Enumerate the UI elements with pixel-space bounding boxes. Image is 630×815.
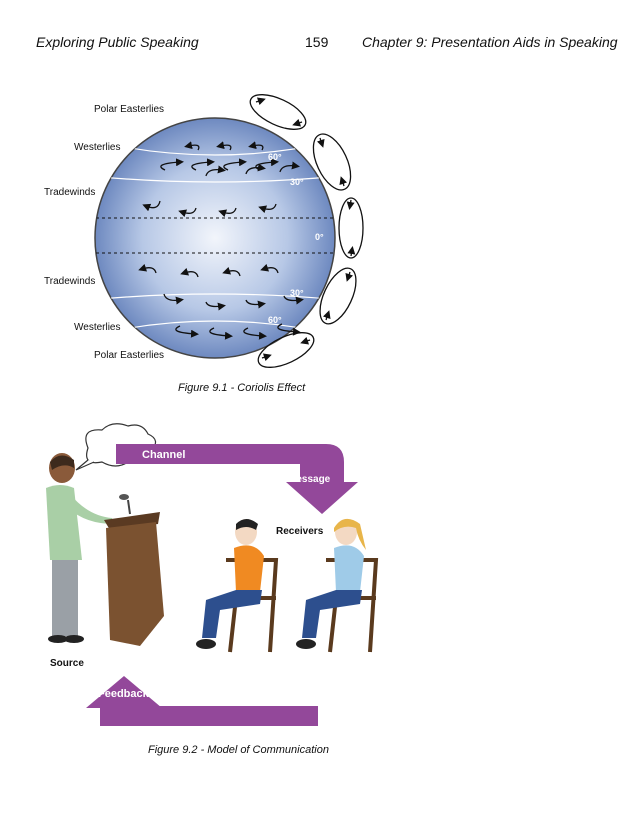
latitude-label: 30° xyxy=(290,177,304,187)
receivers-label: Receivers xyxy=(276,526,324,537)
header-book-title: Exploring Public Speaking xyxy=(36,34,199,50)
feedback-label: Feedback xyxy=(98,688,150,700)
feedback-arrow xyxy=(86,676,318,726)
header-chapter-title: Chapter 9: Presentation Aids in Speaking xyxy=(362,34,618,50)
wind-belt-label: Tradewinds xyxy=(44,187,95,198)
latitude-label: 60° xyxy=(268,152,282,162)
wind-arrows xyxy=(138,141,304,340)
wind-belt-label: Polar Easterlies xyxy=(94,350,164,361)
wind-belt-label: Westerlies xyxy=(74,322,121,333)
latitude-label: 30° xyxy=(290,288,304,298)
wind-belt-label: Westerlies xyxy=(74,142,121,153)
latitude-label: 0° xyxy=(315,232,324,242)
coriolis-diagram: 60° 30° 0° 30° 60° Polar Easterlies West… xyxy=(44,94,364,368)
header-page-number: 159 xyxy=(305,34,329,50)
podium xyxy=(104,494,164,646)
globe xyxy=(94,117,336,359)
latitude-label: 60° xyxy=(268,315,282,325)
source-label: Source xyxy=(50,658,84,669)
message-label: Message xyxy=(288,474,331,485)
receiver-person xyxy=(296,518,379,653)
source-speaker xyxy=(46,453,114,643)
channel-message-arrow xyxy=(116,444,358,514)
figure2-caption: Figure 9.2 - Model of Communication xyxy=(148,744,329,756)
communication-model-diagram: Channel Message Source Receivers xyxy=(46,423,379,726)
circulation-cells xyxy=(249,94,364,368)
receiver-person xyxy=(196,519,279,653)
wind-belt-label: Polar Easterlies xyxy=(94,104,164,115)
wind-belt-label: Tradewinds xyxy=(44,276,95,287)
figure1-caption: Figure 9.1 - Coriolis Effect xyxy=(178,382,306,394)
channel-label: Channel xyxy=(142,449,185,461)
